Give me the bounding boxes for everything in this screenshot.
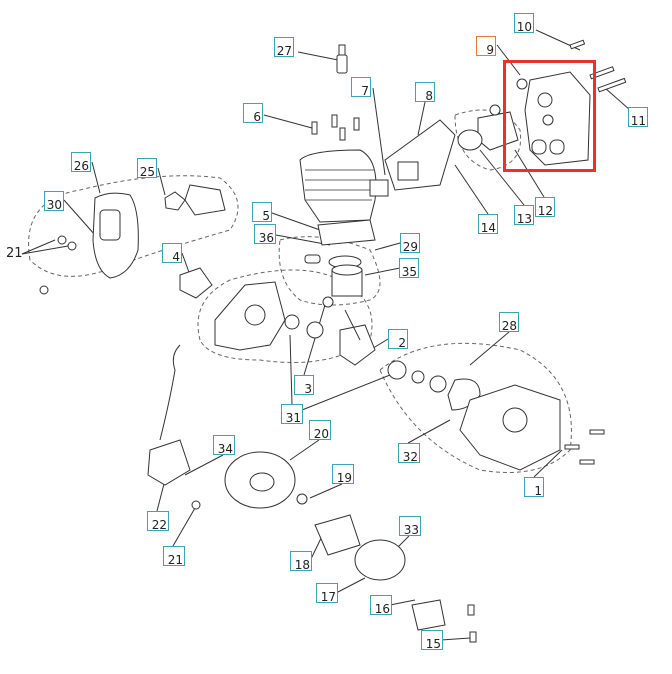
label-15[interactable]: 15 [421,630,443,651]
label-6[interactable]: 6 [243,103,263,124]
highlight-box-air-filter-housing [503,60,596,172]
label-19[interactable]: 19 [332,464,354,485]
label-20[interactable]: 20 [309,420,331,441]
label-25[interactable]: 25 [137,158,157,179]
label-13[interactable]: 13 [514,205,534,226]
label-3[interactable]: 3 [294,375,314,396]
label-7[interactable]: 7 [351,77,371,98]
label-9-highlighted[interactable]: 9 [476,36,496,57]
label-29[interactable]: 29 [400,233,420,254]
label-21[interactable]: 21 [163,546,185,567]
label-36[interactable]: 36 [254,224,276,245]
label-2[interactable]: 2 [388,329,408,350]
label-14[interactable]: 14 [478,214,498,235]
label-34[interactable]: 34 [213,435,235,456]
label-17[interactable]: 17 [316,583,338,604]
label-10[interactable]: 10 [514,13,534,34]
label-33[interactable]: 33 [399,516,421,537]
label-11[interactable]: 11 [628,107,648,128]
label-35[interactable]: 35 [399,258,419,279]
label-16[interactable]: 16 [370,595,392,616]
label-21-muffler-bolts[interactable]: 21 [6,246,23,261]
leader-lines [21,29,631,641]
label-4[interactable]: 4 [162,243,182,264]
label-18[interactable]: 18 [290,551,312,572]
label-5[interactable]: 5 [252,202,272,223]
label-30[interactable]: 30 [44,191,64,212]
label-12[interactable]: 12 [535,197,555,218]
label-31[interactable]: 31 [281,404,303,425]
label-1[interactable]: 1 [524,477,544,498]
label-27[interactable]: 27 [274,37,294,58]
label-26[interactable]: 26 [71,152,91,173]
label-8[interactable]: 8 [415,82,435,103]
label-22[interactable]: 22 [147,511,169,532]
parts [39,39,627,643]
label-28[interactable]: 28 [499,312,519,333]
label-32[interactable]: 32 [398,443,420,464]
